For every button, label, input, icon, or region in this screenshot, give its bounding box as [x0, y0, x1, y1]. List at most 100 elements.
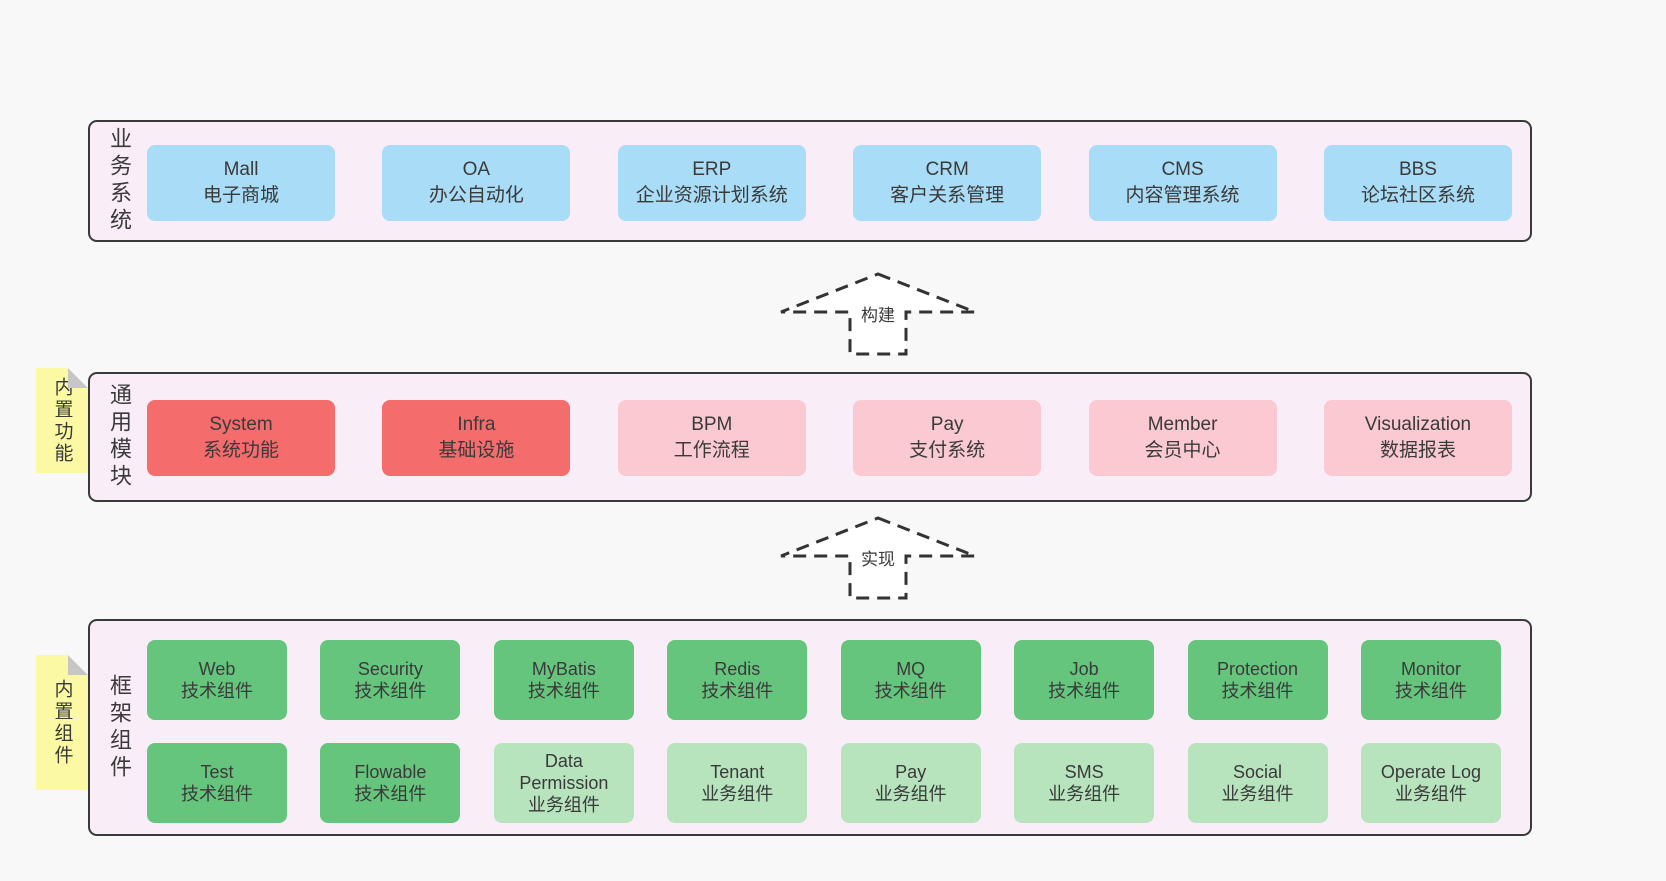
box-title: MyBatis	[531, 658, 596, 679]
box-subtitle: 基础设施	[438, 440, 515, 461]
box-redis: Redis 技术组件	[667, 640, 808, 720]
box-title: Mall	[223, 158, 259, 180]
box-title: Security	[357, 658, 423, 679]
box-title: Operate Log	[1380, 761, 1481, 782]
box-system: System 系统功能	[147, 400, 335, 476]
panel-label-common-modules: 通用模块	[107, 383, 132, 491]
box-title: BPM	[691, 413, 733, 435]
box-member: Member 会员中心	[1088, 400, 1277, 476]
box-subtitle: 技术组件	[527, 681, 600, 701]
box-mq: MQ 技术组件	[840, 640, 981, 720]
box-bpm: BPM 工作流程	[617, 400, 806, 476]
box-subtitle: 系统功能	[202, 440, 279, 461]
box-mall: Mall 电子商城	[147, 145, 335, 221]
box-subtitle: 业务组件	[1394, 784, 1467, 804]
box-subtitle: 技术组件	[1394, 681, 1467, 701]
box-subtitle: 电子商城	[202, 185, 279, 206]
box-erp: ERP 企业资源计划系统	[617, 145, 806, 221]
box-subtitle: 工作流程	[673, 440, 750, 461]
box-subtitle: 业务组件	[701, 784, 774, 804]
box-subtitle: 技术组件	[181, 681, 253, 701]
box-security: Security 技术组件	[320, 640, 461, 720]
box-title: SMS	[1064, 761, 1104, 782]
business-systems-row: Mall 电子商城 OA 办公自动化 ERP 企业资源计划系统 CRM 客户关系…	[147, 145, 1512, 221]
box-subtitle: 论坛社区系统	[1360, 185, 1475, 206]
sticky-note-builtin-components: 内置组件	[36, 655, 88, 790]
box-title: Member	[1147, 413, 1218, 435]
implement-arrow-label: 实现	[858, 545, 898, 570]
sticky-note-builtin-features: 内置功能	[36, 368, 88, 473]
box-pay-biz: Pay 业务组件	[840, 743, 981, 823]
box-title: Monitor	[1400, 658, 1461, 679]
box-subtitle: 会员中心	[1144, 440, 1221, 461]
box-title: BBS	[1398, 158, 1437, 180]
box-title: OA	[462, 158, 491, 180]
framework-components-row1: Web 技术组件 Security 技术组件 MyBatis 技术组件 Redi…	[147, 640, 1501, 720]
business-systems-panel: 业务系统 Mall 电子商城 OA 办公自动化 ERP 企业资源计划系统 CRM…	[88, 120, 1532, 242]
box-title: CRM	[925, 158, 969, 180]
box-title: Web	[198, 658, 236, 679]
box-mybatis: MyBatis 技术组件	[493, 640, 634, 720]
box-pay: Pay 支付系统	[853, 400, 1042, 476]
box-operate-log: Operate Log 业务组件	[1360, 743, 1501, 823]
box-crm: CRM 客户关系管理	[853, 145, 1042, 221]
box-title: System	[209, 413, 273, 435]
box-title: Pay	[930, 413, 964, 435]
box-subtitle: 业务组件	[1221, 784, 1294, 804]
box-social: Social 业务组件	[1187, 743, 1328, 823]
box-subtitle: 客户关系管理	[890, 185, 1005, 206]
box-tenant: Tenant 业务组件	[667, 743, 808, 823]
note-fold-corner-icon	[68, 368, 88, 388]
box-subtitle: 技术组件	[1048, 681, 1121, 701]
sticky-note-label: 内置功能	[51, 376, 73, 465]
panel-label-business-systems: 业务系统	[107, 127, 132, 235]
box-subtitle: 支付系统	[909, 440, 986, 461]
box-subtitle: 业务组件	[1048, 784, 1121, 804]
box-title: Infra	[457, 413, 496, 435]
panel-label-framework-components: 框架组件	[107, 673, 132, 782]
box-monitor: Monitor 技术组件	[1360, 640, 1501, 720]
box-subtitle: 业务组件	[527, 795, 600, 816]
box-title: Data Permission	[519, 750, 609, 793]
common-modules-row: System 系统功能 Infra 基础设施 BPM 工作流程 Pay 支付系统…	[147, 400, 1512, 476]
box-subtitle: 技术组件	[354, 784, 427, 804]
box-infra: Infra 基础设施	[382, 400, 571, 476]
box-title: Redis	[714, 658, 761, 679]
box-title: MQ	[896, 658, 926, 679]
box-visualization: Visualization 数据报表	[1323, 400, 1512, 476]
box-subtitle: 企业资源计划系统	[635, 185, 788, 206]
box-title: Social	[1233, 761, 1283, 782]
box-job: Job 技术组件	[1014, 640, 1155, 720]
box-flowable: Flowable 技术组件	[320, 743, 461, 823]
box-web: Web 技术组件	[147, 640, 287, 720]
note-fold-corner-icon	[68, 655, 88, 675]
box-title: Visualization	[1364, 413, 1472, 435]
implement-arrow: 实现	[778, 515, 978, 601]
box-title: ERP	[692, 158, 732, 180]
build-arrow: 构建	[778, 271, 978, 357]
box-sms: SMS 业务组件	[1014, 743, 1155, 823]
box-cms: CMS 内容管理系统	[1088, 145, 1277, 221]
framework-components-row2: Test 技术组件 Flowable 技术组件 Data Permission …	[147, 743, 1501, 823]
box-bbs: BBS 论坛社区系统	[1323, 145, 1512, 221]
box-title: Flowable	[354, 761, 427, 782]
box-oa: OA 办公自动化	[382, 145, 571, 221]
box-subtitle: 技术组件	[874, 681, 947, 701]
box-subtitle: 办公自动化	[428, 185, 524, 206]
box-subtitle: 业务组件	[874, 784, 947, 804]
box-subtitle: 技术组件	[701, 681, 774, 701]
box-title: Job	[1069, 658, 1099, 679]
box-subtitle: 技术组件	[1221, 681, 1294, 701]
box-title: CMS	[1161, 158, 1204, 180]
sticky-note-label: 内置组件	[51, 678, 73, 767]
build-arrow-label: 构建	[858, 301, 898, 326]
box-title: Tenant	[710, 761, 765, 782]
box-subtitle: 技术组件	[354, 681, 427, 701]
box-subtitle: 数据报表	[1379, 440, 1456, 461]
box-protection: Protection 技术组件	[1187, 640, 1328, 720]
framework-components-panel: 框架组件 Web 技术组件 Security 技术组件 MyBatis 技术组件…	[88, 619, 1532, 836]
box-title: Pay	[895, 761, 927, 782]
box-test: Test 技术组件	[147, 743, 287, 823]
box-data-permission: Data Permission 业务组件	[493, 743, 634, 823]
common-modules-panel: 通用模块 System 系统功能 Infra 基础设施 BPM 工作流程 Pay…	[88, 372, 1532, 502]
